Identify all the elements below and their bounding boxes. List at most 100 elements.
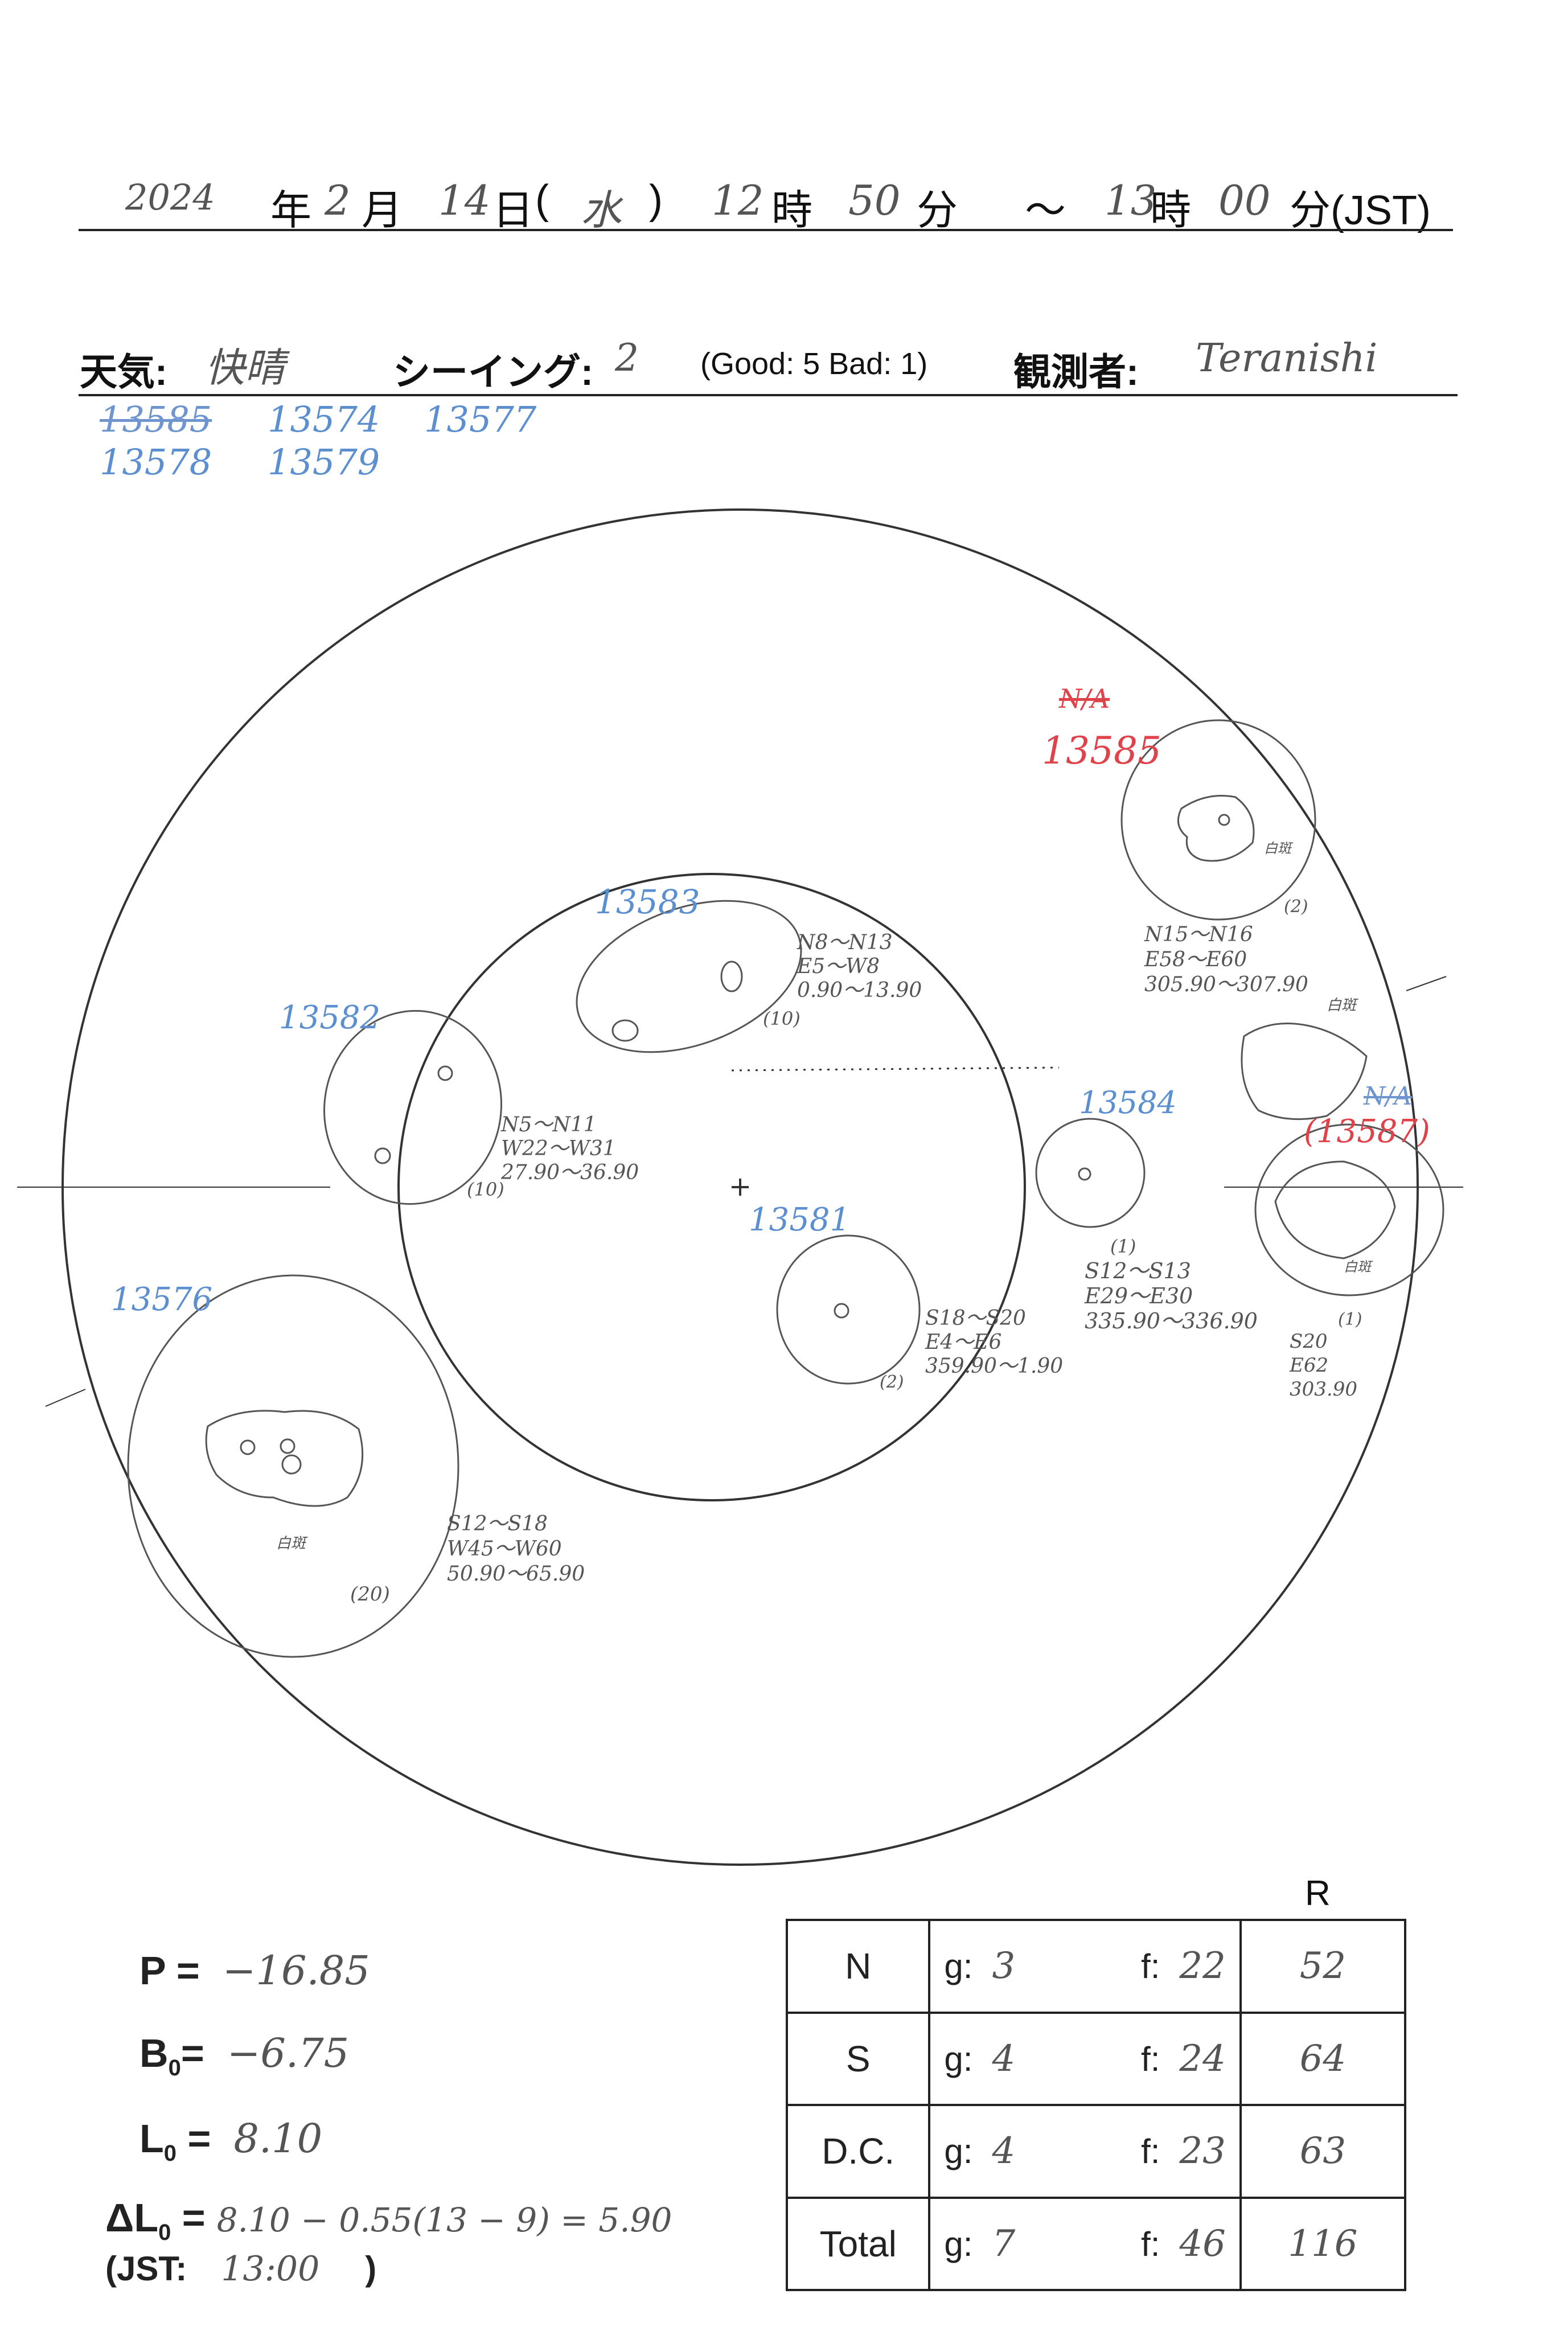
facula-label-13576: 白斑 (276, 1535, 306, 1552)
longitude: E29～E30 (1085, 1283, 1193, 1308)
spot-count-13576: (20) (350, 1583, 390, 1606)
axis-tick-right (1406, 976, 1447, 991)
param-dl0-label: ΔL (105, 2195, 159, 2240)
weather-label: 天気: (80, 351, 167, 393)
weekday-open: ( (535, 177, 549, 223)
dotted-line (731, 1066, 1060, 1072)
facula-label-13587: 白斑 (1344, 1259, 1371, 1275)
spot-id-13583: 13583 (595, 883, 700, 921)
g-value: 4 (992, 2037, 1016, 2080)
param-jst-label: (JST: (105, 2250, 187, 2288)
latitude: S12～S18 (447, 1512, 548, 1536)
row-label: Total (785, 2196, 931, 2291)
sunspot (437, 1065, 453, 1081)
spot-group-outline-13582 (323, 1009, 502, 1205)
r-value: 64 (1239, 2011, 1407, 2106)
r-value: 52 (1239, 1919, 1407, 2014)
spot-id-13582: 13582 (279, 999, 381, 1036)
spot-coords-13584: S12～S13 E29～E30 335.90～336.90 (1085, 1258, 1258, 1333)
table-row: Total g:7 f:46 116 (785, 2196, 1407, 2291)
longitude: E4～E6 (925, 1331, 1002, 1354)
spot-coords-13582: N5～N11 W22～W31 27.90～36.90 (501, 1113, 639, 1185)
param-dl0-eq: = (171, 2195, 206, 2240)
gf-cell: g:4 f:23 (928, 2104, 1242, 2199)
spot-id-13587: (13587) (1304, 1113, 1430, 1150)
carrington: 335.90～336.90 (1085, 1308, 1258, 1333)
table-row: S g:4 f:24 64 (785, 2011, 1407, 2106)
spot-count-13585: (2) (1284, 897, 1308, 917)
sunspot (281, 1454, 302, 1475)
longitude: E58～E60 (1144, 948, 1247, 971)
spot-group-outline-13584 (1035, 1118, 1146, 1228)
carrington: 359.90～1.90 (925, 1355, 1064, 1378)
latitude: S18～S20 (925, 1307, 1026, 1330)
param-p: P =−16.85 (139, 1947, 370, 1994)
observer-value: Teranishi (1196, 336, 1378, 381)
end-hour-label: 時 (1150, 188, 1192, 233)
end-min-value: 00 (1218, 177, 1271, 224)
f-label: f: (1141, 2225, 1160, 2263)
param-b0-eq: = (180, 2031, 204, 2075)
f-value: 46 (1179, 2222, 1226, 2265)
year-value: 2024 (125, 177, 215, 218)
facula-outline (205, 1410, 364, 1507)
gf-cell: g:3 f:22 (928, 1919, 1242, 2014)
row-label: S (785, 2011, 931, 2106)
param-b0-label: B (139, 2031, 169, 2075)
param-l0-sub: 0 (163, 2141, 177, 2166)
spot-coords-13583: N8～N13 E5～W8 0.90～13.90 (797, 931, 922, 1003)
param-l0-value: 8.10 (233, 2115, 323, 2162)
region-note: 13579 (268, 441, 380, 483)
param-dl0-sub: 0 (158, 2220, 171, 2245)
timezone-label: 分(JST) (1290, 188, 1431, 233)
latitude: N5～N11 (501, 1113, 597, 1136)
param-jst: (JST:13:00) (105, 2249, 376, 2289)
table-row: D.C. g:4 f:23 63 (785, 2104, 1407, 2199)
spot-count-13587: (1) (1338, 1310, 1362, 1329)
spot-count-13583: (10) (763, 1008, 801, 1029)
day-value: 14 (438, 177, 491, 224)
param-l0: L0 =8.10 (139, 2115, 322, 2166)
facula-label-13585: 白斑 (1264, 840, 1291, 856)
spot-count-13582: (10) (467, 1179, 504, 1200)
param-dl0: ΔL0 =8.10 − 0.55(13 − 9) = 5.90 (105, 2195, 672, 2246)
start-hour-label: 時 (771, 188, 813, 233)
struck-region-note: 13585 (100, 399, 212, 440)
sunspot (1218, 814, 1230, 826)
f-value: 22 (1179, 1945, 1226, 1988)
param-p-value: −16.85 (222, 1947, 370, 1994)
spot-id-13585: 13585 (1042, 729, 1161, 773)
table-row: N g:3 f:22 52 (785, 1919, 1407, 2014)
facula-outline (1274, 1160, 1396, 1259)
f-label: f: (1141, 2039, 1160, 2078)
param-l0-label: L (139, 2116, 164, 2161)
spot-count-13584: (1) (1110, 1236, 1136, 1257)
spot-id-13576: 13576 (111, 1281, 213, 1318)
month-value: 2 (325, 177, 351, 224)
struck-na-13587: N/A (1364, 1082, 1413, 1111)
longitude: E5～W8 (797, 955, 880, 978)
weather-value: 快晴 (205, 344, 285, 391)
r-column-header: R (1305, 1874, 1331, 1913)
g-value: 4 (992, 2130, 1016, 2173)
sunspot (1078, 1167, 1091, 1181)
sunspot (834, 1303, 849, 1319)
latitude: S20 (1290, 1330, 1328, 1353)
facula-label-east-limb: 白斑 (1327, 997, 1357, 1014)
weekday-value: 水 (581, 186, 622, 234)
f-label: f: (1141, 2132, 1160, 2171)
longitude: W22～W31 (501, 1137, 616, 1160)
seeing-label: シーイング: (393, 351, 593, 393)
day-label: 日 (492, 188, 534, 233)
r-value: 63 (1239, 2104, 1407, 2199)
g-label: g: (944, 2039, 973, 2078)
seeing-scale: (Good: 5 Bad: 1) (700, 347, 928, 381)
g-label: g: (944, 2132, 973, 2171)
spot-group-outline-13585 (1120, 719, 1316, 921)
facula-outline (1177, 795, 1255, 862)
spot-count-13581: (2) (880, 1372, 904, 1392)
param-b0-sub: 0 (168, 2055, 181, 2080)
start-hour-value: 12 (712, 177, 764, 224)
start-min-value: 50 (848, 177, 901, 224)
